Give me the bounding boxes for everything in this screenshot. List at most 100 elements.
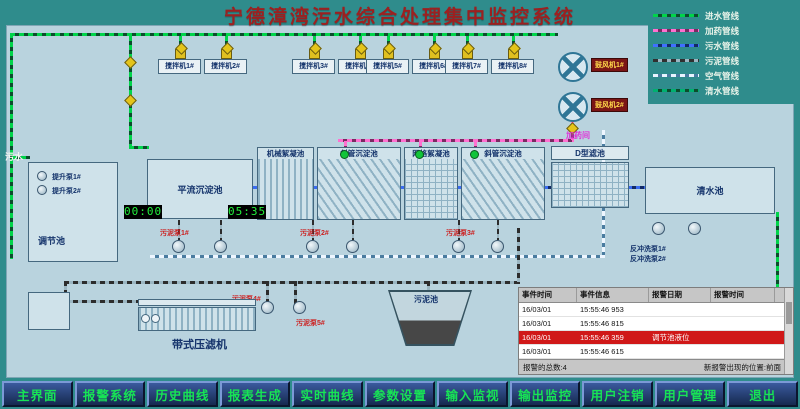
alarm-cell: 16/03/01 [522, 319, 552, 328]
legend-item: 加药管线 [653, 23, 791, 38]
pipe-drain-1 [178, 220, 180, 240]
tank-horizontal-sedimentation: 平流沉淀池 [147, 159, 253, 219]
alarm-col-alarm-date: 报警日期 [649, 288, 711, 302]
tank-clear-water: 清水池 [645, 167, 775, 214]
tank-pattern [258, 159, 313, 219]
pipe-dosing-main [338, 139, 574, 142]
scrollbar-thumb[interactable] [786, 302, 792, 324]
timer-1-display: 00:00 [124, 205, 163, 219]
alarm-cell: 调节池液位 [652, 333, 690, 342]
tank-mechanical-flocculation-label: 机械絮凝池 [266, 149, 305, 158]
menu-button-main[interactable]: 主界面 [2, 381, 73, 407]
pipe-sludge-pump-feed-1 [294, 281, 297, 305]
blower-1-label: 鼓风机1# [591, 58, 628, 72]
pipe-sludge-to-tank [427, 281, 430, 295]
tank-pattern [462, 159, 544, 219]
legend-item: 进水管线 [653, 8, 791, 23]
alarm-position-label: 新报警出现的位置:前面 [703, 362, 781, 372]
legend-label: 进水管线 [705, 10, 740, 21]
dosing-valve-icon [340, 150, 349, 159]
sludge-pump-1-label: 污泥泵1# [160, 230, 189, 237]
pipe-tank-link-5 [544, 186, 552, 189]
menu-button-history-curve[interactable]: 历史曲线 [147, 381, 218, 407]
dosing-room-label: 加药间 [566, 131, 590, 140]
pipe-tank-link-2 [313, 186, 318, 189]
menu-button-realtime-curve[interactable]: 实时曲线 [292, 381, 363, 407]
legend-label: 空气管线 [705, 70, 740, 81]
sludge-pump-icon [346, 240, 359, 253]
tank-pattern [405, 159, 457, 219]
page-title: 宁德漳湾污水综合处理集中监控系统 [223, 7, 576, 28]
legend-label: 污泥管线 [705, 55, 740, 66]
alarm-row[interactable]: 16/03/01 15:55:46 615 [519, 345, 793, 359]
blower-1-fan-icon [558, 52, 588, 82]
sludge-pump-2-label: 污泥泵2# [300, 230, 329, 237]
alarm-cell: 16/03/01 [522, 333, 552, 342]
legend-label: 加药管线 [705, 25, 740, 36]
pipe-drain-5 [458, 220, 460, 240]
alarm-cell: 15:55:46 815 [580, 319, 624, 328]
pipe-sludge-main [64, 281, 520, 284]
legend-item: 清水管线 [653, 83, 791, 98]
menu-button-user-management[interactable]: 用户管理 [654, 381, 726, 407]
blower-2-fan-icon [558, 92, 588, 122]
alarm-row[interactable]: 16/03/01 15:55:46 815 [519, 317, 793, 331]
press-feed-pump-icon [293, 301, 306, 314]
pipe-drain-3 [312, 220, 314, 240]
backwash-pump-2-icon [688, 222, 701, 235]
alarm-cell: 15:55:46 953 [580, 305, 624, 314]
tank-inclined-sedimentation-2-label: 斜管沉淀池 [484, 149, 522, 158]
sludge-pump-icon [214, 240, 227, 253]
tank-sludge-label: 污泥池 [414, 295, 438, 304]
menu-button-input-monitor[interactable]: 输入监视 [437, 381, 508, 407]
pipe-tank-link-1 [253, 186, 259, 189]
menu-button-alarm-system[interactable]: 报警系统 [74, 381, 146, 407]
menu-button-parameters[interactable]: 参数设置 [364, 381, 436, 407]
pipe-inlet-vertical [10, 33, 13, 259]
sewage-inlet-label: 污水 [5, 152, 24, 162]
sludge-pump-5-label: 污泥泵5# [296, 320, 325, 327]
legend-item: 污泥管线 [653, 53, 791, 68]
mixer-3: 搅拌机3# [292, 59, 335, 74]
tank-mechanical-flocculation: 机械絮凝池 [257, 147, 314, 220]
mixer-8: 搅拌机8# [491, 59, 534, 74]
alarm-col-event-time: 事件时间 [519, 288, 577, 302]
pipe-tank-link-4 [457, 186, 462, 189]
legend-label: 清水管线 [705, 85, 740, 96]
menu-button-logout[interactable]: 用户注销 [582, 381, 653, 407]
alarm-table-scrollbar[interactable] [784, 288, 793, 374]
alarm-row-active[interactable]: 16/03/01 15:55:46 359 调节池液位 [519, 331, 793, 345]
sludge-pump-icon [306, 240, 319, 253]
sludge-pump-icon [491, 240, 504, 253]
alarm-cell: 15:55:46 359 [580, 333, 624, 342]
legend-label: 污水管线 [705, 40, 740, 51]
backwash-pump-1-icon [652, 222, 665, 235]
alarm-col-alarm-time: 报警时间 [711, 288, 775, 302]
menu-button-report[interactable]: 报表生成 [219, 381, 291, 407]
pipe-air-horizontal [150, 255, 605, 258]
tank-pattern [318, 159, 400, 219]
lift-pump-1-label: 提升泵1# [52, 174, 81, 181]
menu-button-exit[interactable]: 退出 [727, 381, 799, 407]
mixer-1: 搅拌机1# [158, 59, 201, 74]
alarm-row[interactable]: 16/03/01 15:55:46 953 [519, 303, 793, 317]
menu-button-output-monitor[interactable]: 输出监控 [509, 381, 581, 407]
pipe-clearwater-out [776, 212, 779, 310]
lift-pump-2-label: 提升泵2# [52, 188, 81, 195]
lift-pump-1-icon [37, 171, 47, 181]
inlet-line-icon [653, 14, 699, 17]
alarm-cell: 15:55:46 615 [580, 347, 624, 356]
alarm-total-label: 报警的总数:4 [523, 362, 567, 372]
backwash-pump-2-label: 反冲洗泵2# [630, 256, 666, 263]
dosing-valve-icon [470, 150, 479, 159]
mixer-2: 搅拌机2# [204, 59, 247, 74]
legend-item: 污水管线 [653, 38, 791, 53]
auxiliary-tank [28, 292, 70, 330]
tank-grid-flocculation-label: 网格絮凝池 [412, 149, 450, 158]
dosing-line-icon [653, 29, 699, 32]
backwash-pump-1-label: 反冲洗泵1# [630, 246, 666, 253]
tank-d-filter-header: D型滤池 [551, 146, 629, 160]
mixer-7: 搅拌机7# [445, 59, 488, 74]
pipe-sludge-right-drop [517, 228, 520, 284]
main-menu-bar: 主界面 报警系统 历史曲线 报表生成 实时曲线 参数设置 输入监视 输出监控 用… [2, 381, 799, 407]
